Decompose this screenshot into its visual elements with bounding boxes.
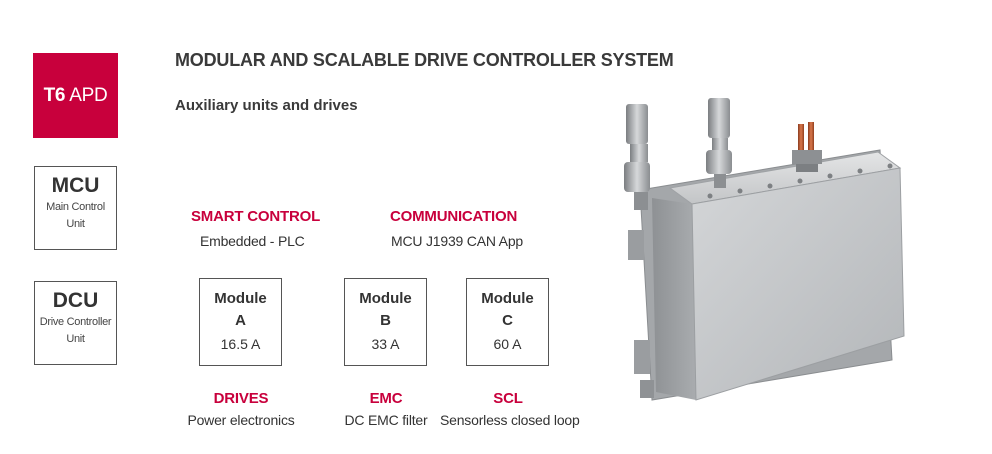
drives-title: DRIVES	[213, 390, 269, 407]
drives-group: DRIVES Power electronics	[180, 390, 302, 428]
scl-title: SCL	[493, 390, 523, 407]
module-rating: 60 A	[493, 336, 522, 352]
module-rating: 16.5 A	[220, 336, 261, 352]
module-name: Module	[481, 290, 534, 307]
unit-desc-line2: Unit	[66, 218, 85, 230]
unit-desc-line2: Unit	[66, 333, 85, 345]
scl-text: Sensorless closed loop	[440, 412, 580, 428]
unit-box-mcu: MCU Main Control Unit	[34, 166, 117, 250]
module-letter: C	[502, 312, 513, 329]
emc-group: EMC DC EMC filter	[336, 390, 436, 428]
scl-group: SCL Sensorless closed loop	[440, 390, 580, 428]
module-rating: 33 A	[371, 336, 400, 352]
page-title: MODULAR AND SCALABLE DRIVE CONTROLLER SY…	[175, 50, 674, 70]
unit-desc-line1: Drive Controller	[39, 316, 112, 328]
smart-control-title: SMART CONTROL	[191, 208, 321, 225]
module-letter: B	[380, 312, 391, 329]
page-subtitle: Auxiliary units and drives	[175, 97, 358, 114]
module-box-a: Module A 16.5 A	[199, 278, 282, 366]
emc-title: EMC	[369, 390, 403, 407]
unit-desc-line1: Main Control	[46, 201, 105, 213]
unit-code: MCU	[51, 174, 100, 197]
module-box-c: Module C 60 A	[466, 278, 549, 366]
brand-light: APD	[69, 84, 108, 106]
smart-control-text: Embedded - PLC	[200, 233, 305, 249]
drive-controller-enclosure-illustration	[624, 98, 905, 401]
module-name: Module	[359, 290, 412, 307]
module-letter: A	[235, 312, 246, 329]
module-box-b: Module B 33 A	[344, 278, 427, 366]
module-name: Module	[214, 290, 267, 307]
brand-tile: T6 APD	[33, 53, 118, 138]
unit-code: DCU	[52, 289, 99, 312]
communication-text: MCU J1939 CAN App	[391, 233, 523, 249]
brand-bold: T6	[43, 84, 66, 106]
communication-title: COMMUNICATION	[390, 208, 518, 225]
drives-text: Power electronics	[187, 412, 295, 428]
emc-text: DC EMC filter	[344, 412, 428, 428]
unit-box-dcu: DCU Drive Controller Unit	[34, 281, 117, 365]
